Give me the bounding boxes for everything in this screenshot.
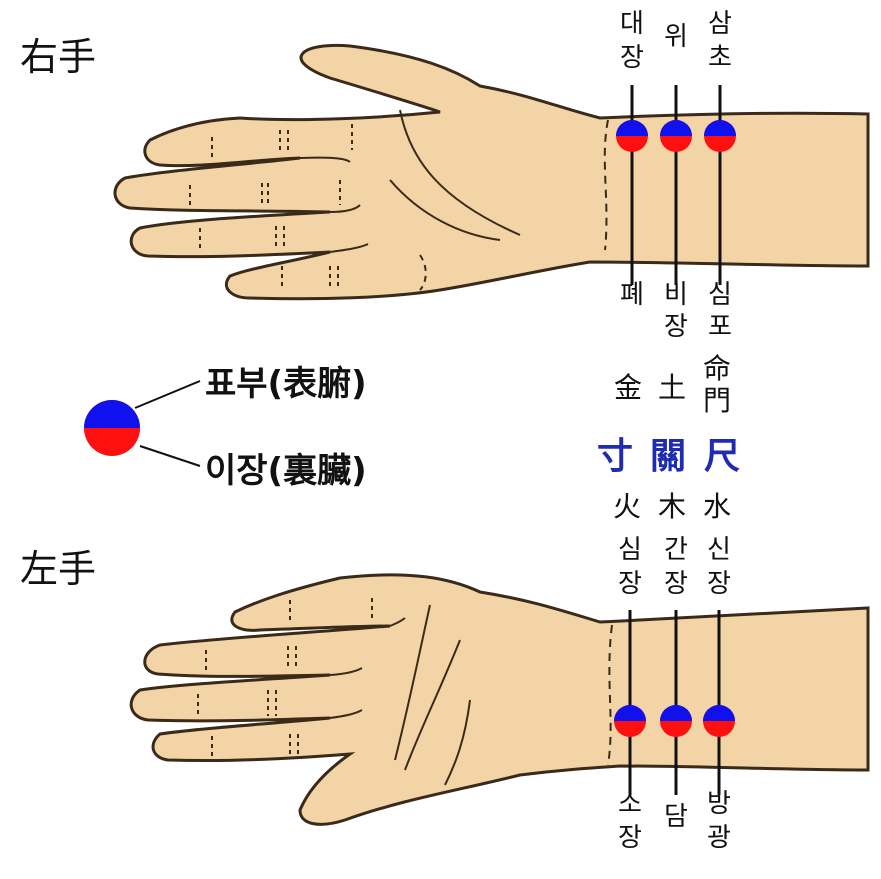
element-earth: 土 xyxy=(658,371,686,404)
right-upper-label-1-char-2: 장 xyxy=(620,43,644,73)
left-hand-outline xyxy=(129,573,870,826)
right-lower-label-2-char-1: 비 xyxy=(664,280,688,310)
right-pulse-dot-3 xyxy=(704,120,736,152)
right-pulse-dot-1 xyxy=(616,120,648,152)
right-lower-label-1-char-1: 폐 xyxy=(620,280,644,310)
left-pulse-dots xyxy=(614,705,735,737)
left-upper-label-2-char-1: 간 xyxy=(664,535,688,565)
right-upper-label-1-char-1: 대 xyxy=(620,9,644,39)
right-upper-label-3-char-2: 초 xyxy=(708,43,732,73)
right-lower-label-3-char-2: 포 xyxy=(708,312,732,342)
left-hand-illustration xyxy=(129,573,870,826)
right-hand-illustration xyxy=(113,43,870,301)
right-finger-line-1 xyxy=(299,156,351,163)
left-upper-label-3-char-1: 신 xyxy=(707,535,731,565)
left-palm-crease-2 xyxy=(404,639,461,771)
left-pulse-dot-3 xyxy=(703,705,735,737)
right-lower-label-3-char-1: 심 xyxy=(708,280,732,310)
element-mingmen: 命 門 xyxy=(703,352,731,417)
legend-dot xyxy=(84,400,140,456)
left-palm-crease-1 xyxy=(394,604,431,761)
right-upper-label-2-char-1: 위 xyxy=(664,22,688,52)
left-pulse-dot-1 xyxy=(614,705,646,737)
element-water: 水 xyxy=(703,490,731,523)
pulse-position-cun: 寸 xyxy=(597,435,633,477)
left-palm-crease-3 xyxy=(444,699,471,786)
right-wrist-crease xyxy=(603,119,609,251)
left-knuckle-dashes xyxy=(197,598,373,758)
element-fire: 火 xyxy=(613,490,641,523)
left-lower-label-1-char-2: 장 xyxy=(618,823,642,853)
left-upper-label-1-char-2: 장 xyxy=(618,569,642,599)
right-palm-crease-3 xyxy=(419,254,427,291)
left-finger-line-1 xyxy=(389,617,406,627)
right-upper-label-3-char-1: 삼 xyxy=(708,9,732,39)
legend-lower-label: 이장(裏臟) xyxy=(205,451,367,491)
right-pulse-dot-2 xyxy=(660,120,692,152)
right-finger-line-2 xyxy=(329,204,361,213)
right-pulse-dots xyxy=(616,120,736,152)
left-lower-label-2-char-1: 담 xyxy=(664,802,688,832)
right-palm-crease-1 xyxy=(399,109,521,236)
right-palm-crease-2 xyxy=(389,179,501,241)
right-finger-line-3 xyxy=(329,243,369,253)
svg-text:命: 命 xyxy=(703,352,731,385)
legend-leader-lower xyxy=(139,445,201,467)
left-lower-label-1-char-1: 소 xyxy=(618,789,642,819)
svg-text:門: 門 xyxy=(703,384,731,417)
left-pulse-lines xyxy=(628,610,721,795)
left-lower-label-3-char-1: 방 xyxy=(707,789,731,819)
left-upper-label-1-char-1: 심 xyxy=(618,535,642,565)
pulse-position-guan: 關 xyxy=(650,435,686,477)
left-upper-label-2-char-2: 장 xyxy=(664,569,688,599)
right-knuckle-dashes xyxy=(189,124,353,288)
pulse-position-chi: 尺 xyxy=(704,435,740,477)
legend: 표부(表腑) 이장(裏臟) xyxy=(84,364,367,491)
right-pulse-lines xyxy=(630,85,722,285)
left-wrist-crease xyxy=(607,624,613,766)
left-pulse-dot-2 xyxy=(660,705,692,737)
left-hand-title: 左手 xyxy=(20,547,96,591)
left-finger-line-2 xyxy=(329,667,363,676)
right-lower-label-2-char-2: 장 xyxy=(664,312,688,342)
left-upper-label-3-char-2: 장 xyxy=(707,569,731,599)
element-wood: 木 xyxy=(658,490,686,523)
left-lower-label-3-char-2: 광 xyxy=(707,823,731,853)
element-metal: 金 xyxy=(614,371,642,404)
right-hand-title: 右手 xyxy=(20,35,96,79)
legend-leader-upper xyxy=(134,380,201,409)
legend-upper-label: 표부(表腑) xyxy=(205,364,367,404)
right-hand-outline xyxy=(113,43,870,301)
left-finger-line-3 xyxy=(329,709,363,719)
